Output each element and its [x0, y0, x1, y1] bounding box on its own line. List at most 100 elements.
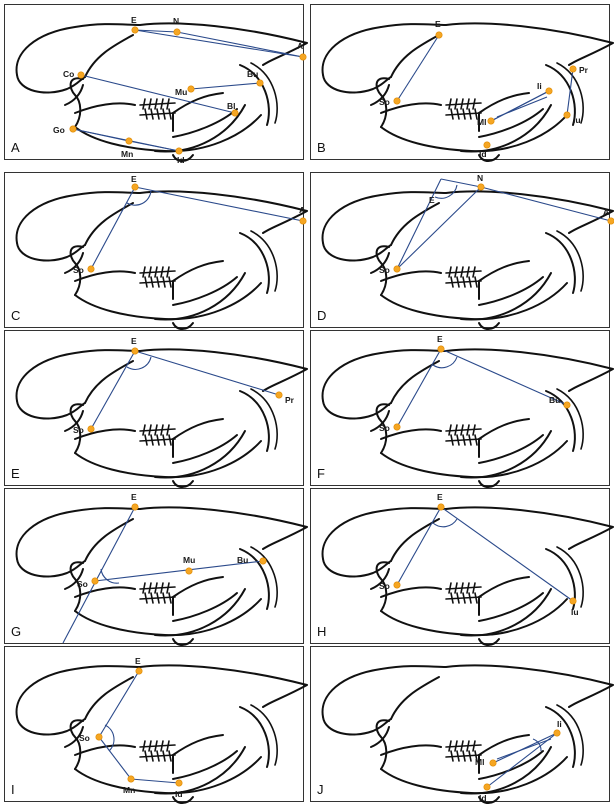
label-mn: Mn	[121, 149, 133, 159]
panel-e: E Pr So E	[4, 330, 304, 486]
label-bu: Bu	[247, 69, 258, 79]
landmark-so	[394, 424, 400, 430]
measurement-lines	[63, 507, 263, 643]
label-ml: Ml	[475, 757, 484, 767]
skull-outline	[17, 23, 307, 161]
label-mn: Mn	[123, 785, 135, 795]
skull-outline	[17, 665, 307, 803]
label-id: Id	[479, 149, 487, 159]
landmark-a	[300, 54, 306, 60]
landmark-co	[78, 72, 84, 78]
landmark-mu	[188, 86, 194, 92]
panel-letter: A	[11, 140, 20, 155]
panel-a: E N A Co Mu Bu Bl Go Mn Id A	[4, 4, 304, 160]
label-pr: Pr	[285, 395, 295, 405]
label-mu: Mu	[183, 555, 195, 565]
label-so: So	[73, 265, 84, 275]
landmark-pr	[276, 392, 282, 398]
label-so: So	[79, 733, 90, 743]
label-e: E	[131, 492, 137, 502]
landmark-ml	[490, 760, 496, 766]
panel-letter: I	[11, 782, 15, 797]
landmark-bu	[564, 402, 570, 408]
landmark-id	[176, 148, 182, 154]
landmark-so	[394, 266, 400, 272]
label-so: So	[77, 579, 88, 589]
landmark-e	[438, 346, 444, 352]
label-e: E	[437, 492, 443, 502]
landmarks	[394, 504, 576, 604]
panel-letter: E	[11, 466, 20, 481]
panel-h: E So Iu H	[310, 488, 610, 644]
panel-c: E A So C	[4, 172, 304, 328]
panel-d: E N A So D	[310, 172, 610, 328]
landmark-so	[96, 734, 102, 740]
landmark-id	[176, 780, 182, 786]
panel-letter: B	[317, 140, 326, 155]
label-e: E	[429, 195, 435, 205]
skull-outline	[17, 191, 307, 329]
landmark-e	[132, 348, 138, 354]
skull-outline	[323, 191, 613, 329]
panel-letter: D	[317, 308, 326, 323]
panel-j: Ii Ml Id J	[310, 646, 610, 802]
landmark-so	[394, 582, 400, 588]
landmark-ii	[546, 88, 552, 94]
label-a: A	[299, 205, 305, 215]
label-e: E	[131, 336, 137, 346]
landmark-id	[484, 142, 490, 148]
panel-letter: G	[11, 624, 21, 639]
landmark-mn	[128, 776, 134, 782]
label-co: Co	[63, 69, 74, 79]
label-so: So	[73, 425, 84, 435]
label-id: Id	[175, 789, 183, 799]
label-pr: Pr	[579, 65, 589, 75]
label-go: Go	[53, 125, 65, 135]
label-a: A	[297, 41, 303, 51]
landmark-n	[478, 184, 484, 190]
panel-b: E So Pr Ii Ml Iu Id B	[310, 4, 610, 160]
label-bu: Bu	[549, 395, 560, 405]
label-e: E	[437, 334, 443, 344]
landmark-pr	[570, 66, 576, 72]
label-mu: Mu	[175, 87, 187, 97]
label-ii: Ii	[557, 719, 562, 729]
landmark-so	[88, 266, 94, 272]
landmark-id	[484, 784, 490, 790]
panel-g: E So Mu Bu G	[4, 488, 304, 644]
measurement-lines	[397, 349, 567, 427]
panel-i: E So Mn Id I	[4, 646, 304, 802]
label-so: So	[379, 423, 390, 433]
panel-letter: C	[11, 308, 20, 323]
panel-f: E Bu So F	[310, 330, 610, 486]
label-e: E	[131, 15, 137, 25]
landmark-e	[132, 504, 138, 510]
landmark-bu	[260, 558, 266, 564]
label-ml: Ml	[477, 117, 486, 127]
landmark-ii	[554, 730, 560, 736]
landmark-mn	[126, 138, 132, 144]
measurement-lines	[99, 671, 179, 783]
label-so: So	[379, 581, 390, 591]
skull-outline	[323, 665, 613, 803]
skull-outline	[323, 507, 613, 645]
landmark-a	[300, 218, 306, 224]
landmark-so	[92, 578, 98, 584]
landmark-e	[438, 504, 444, 510]
measurement-lines	[91, 351, 279, 429]
landmark-iu	[570, 598, 576, 604]
landmarks	[394, 346, 570, 430]
label-ii: Ii	[537, 81, 542, 91]
label-a: A	[603, 207, 609, 217]
label-n: N	[173, 16, 179, 26]
skull-outline	[17, 349, 307, 487]
landmark-mu	[186, 568, 192, 574]
label-bu: Bu	[237, 555, 248, 565]
label-e: E	[131, 174, 137, 184]
landmark-e	[132, 184, 138, 190]
label-n: N	[477, 173, 483, 183]
skull-outline	[323, 349, 613, 487]
label-id: Id	[479, 793, 487, 803]
label-iu: Iu	[573, 115, 581, 125]
landmark-e	[436, 32, 442, 38]
